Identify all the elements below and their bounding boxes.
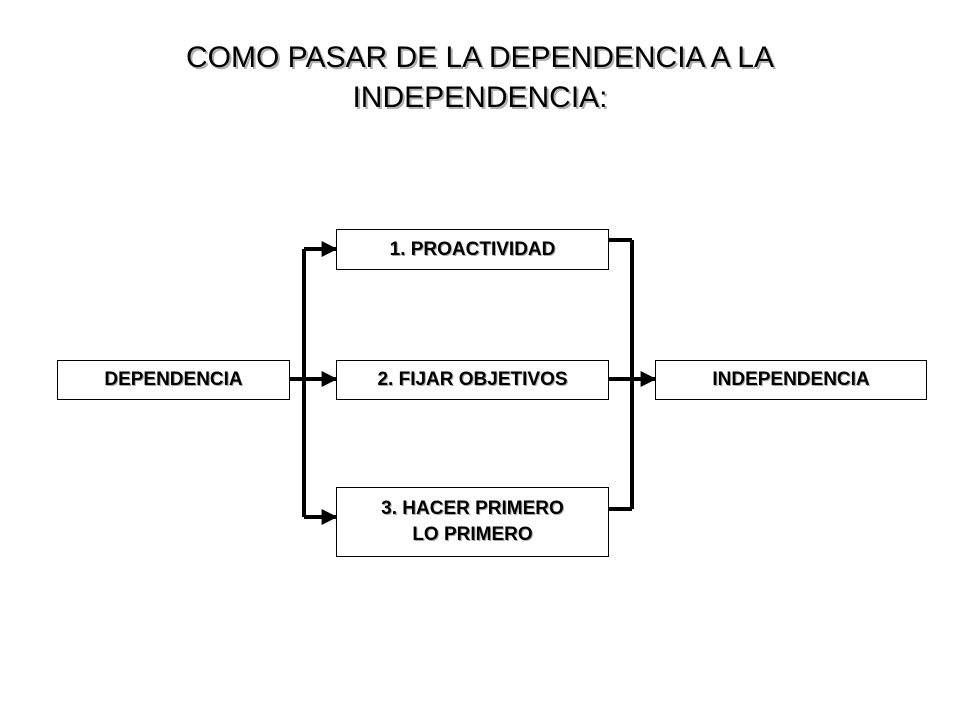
step-1-label: 1. PROACTIVIDAD bbox=[389, 238, 556, 260]
slide-title-line-2: INDEPENDENCIA: bbox=[352, 81, 608, 114]
slide-title: COMO PASAR DE LA DEPENDENCIA A LA INDEPE… bbox=[0, 38, 960, 118]
step-3-label-line-2: LO PRIMERO bbox=[412, 524, 533, 545]
step-2-label: 2. FIJAR OBJETIVOS bbox=[377, 369, 568, 390]
target-label: INDEPENDENCIA bbox=[712, 369, 870, 390]
slide-title-line-1: COMO PASAR DE LA DEPENDENCIA A LA bbox=[186, 41, 774, 74]
step-3-label-line-1: 3. HACER PRIMERO bbox=[381, 498, 564, 519]
target-box-independencia: INDEPENDENCIA bbox=[655, 360, 927, 400]
step-box-proactividad: 1. PROACTIVIDAD bbox=[336, 229, 609, 270]
source-label: DEPENDENCIA bbox=[104, 369, 243, 390]
step-box-fijar-objetivos: 2. FIJAR OBJETIVOS bbox=[336, 360, 609, 400]
step-box-hacer-primero: 3. HACER PRIMERO LO PRIMERO bbox=[336, 487, 609, 557]
source-box-dependencia: DEPENDENCIA bbox=[57, 360, 290, 400]
